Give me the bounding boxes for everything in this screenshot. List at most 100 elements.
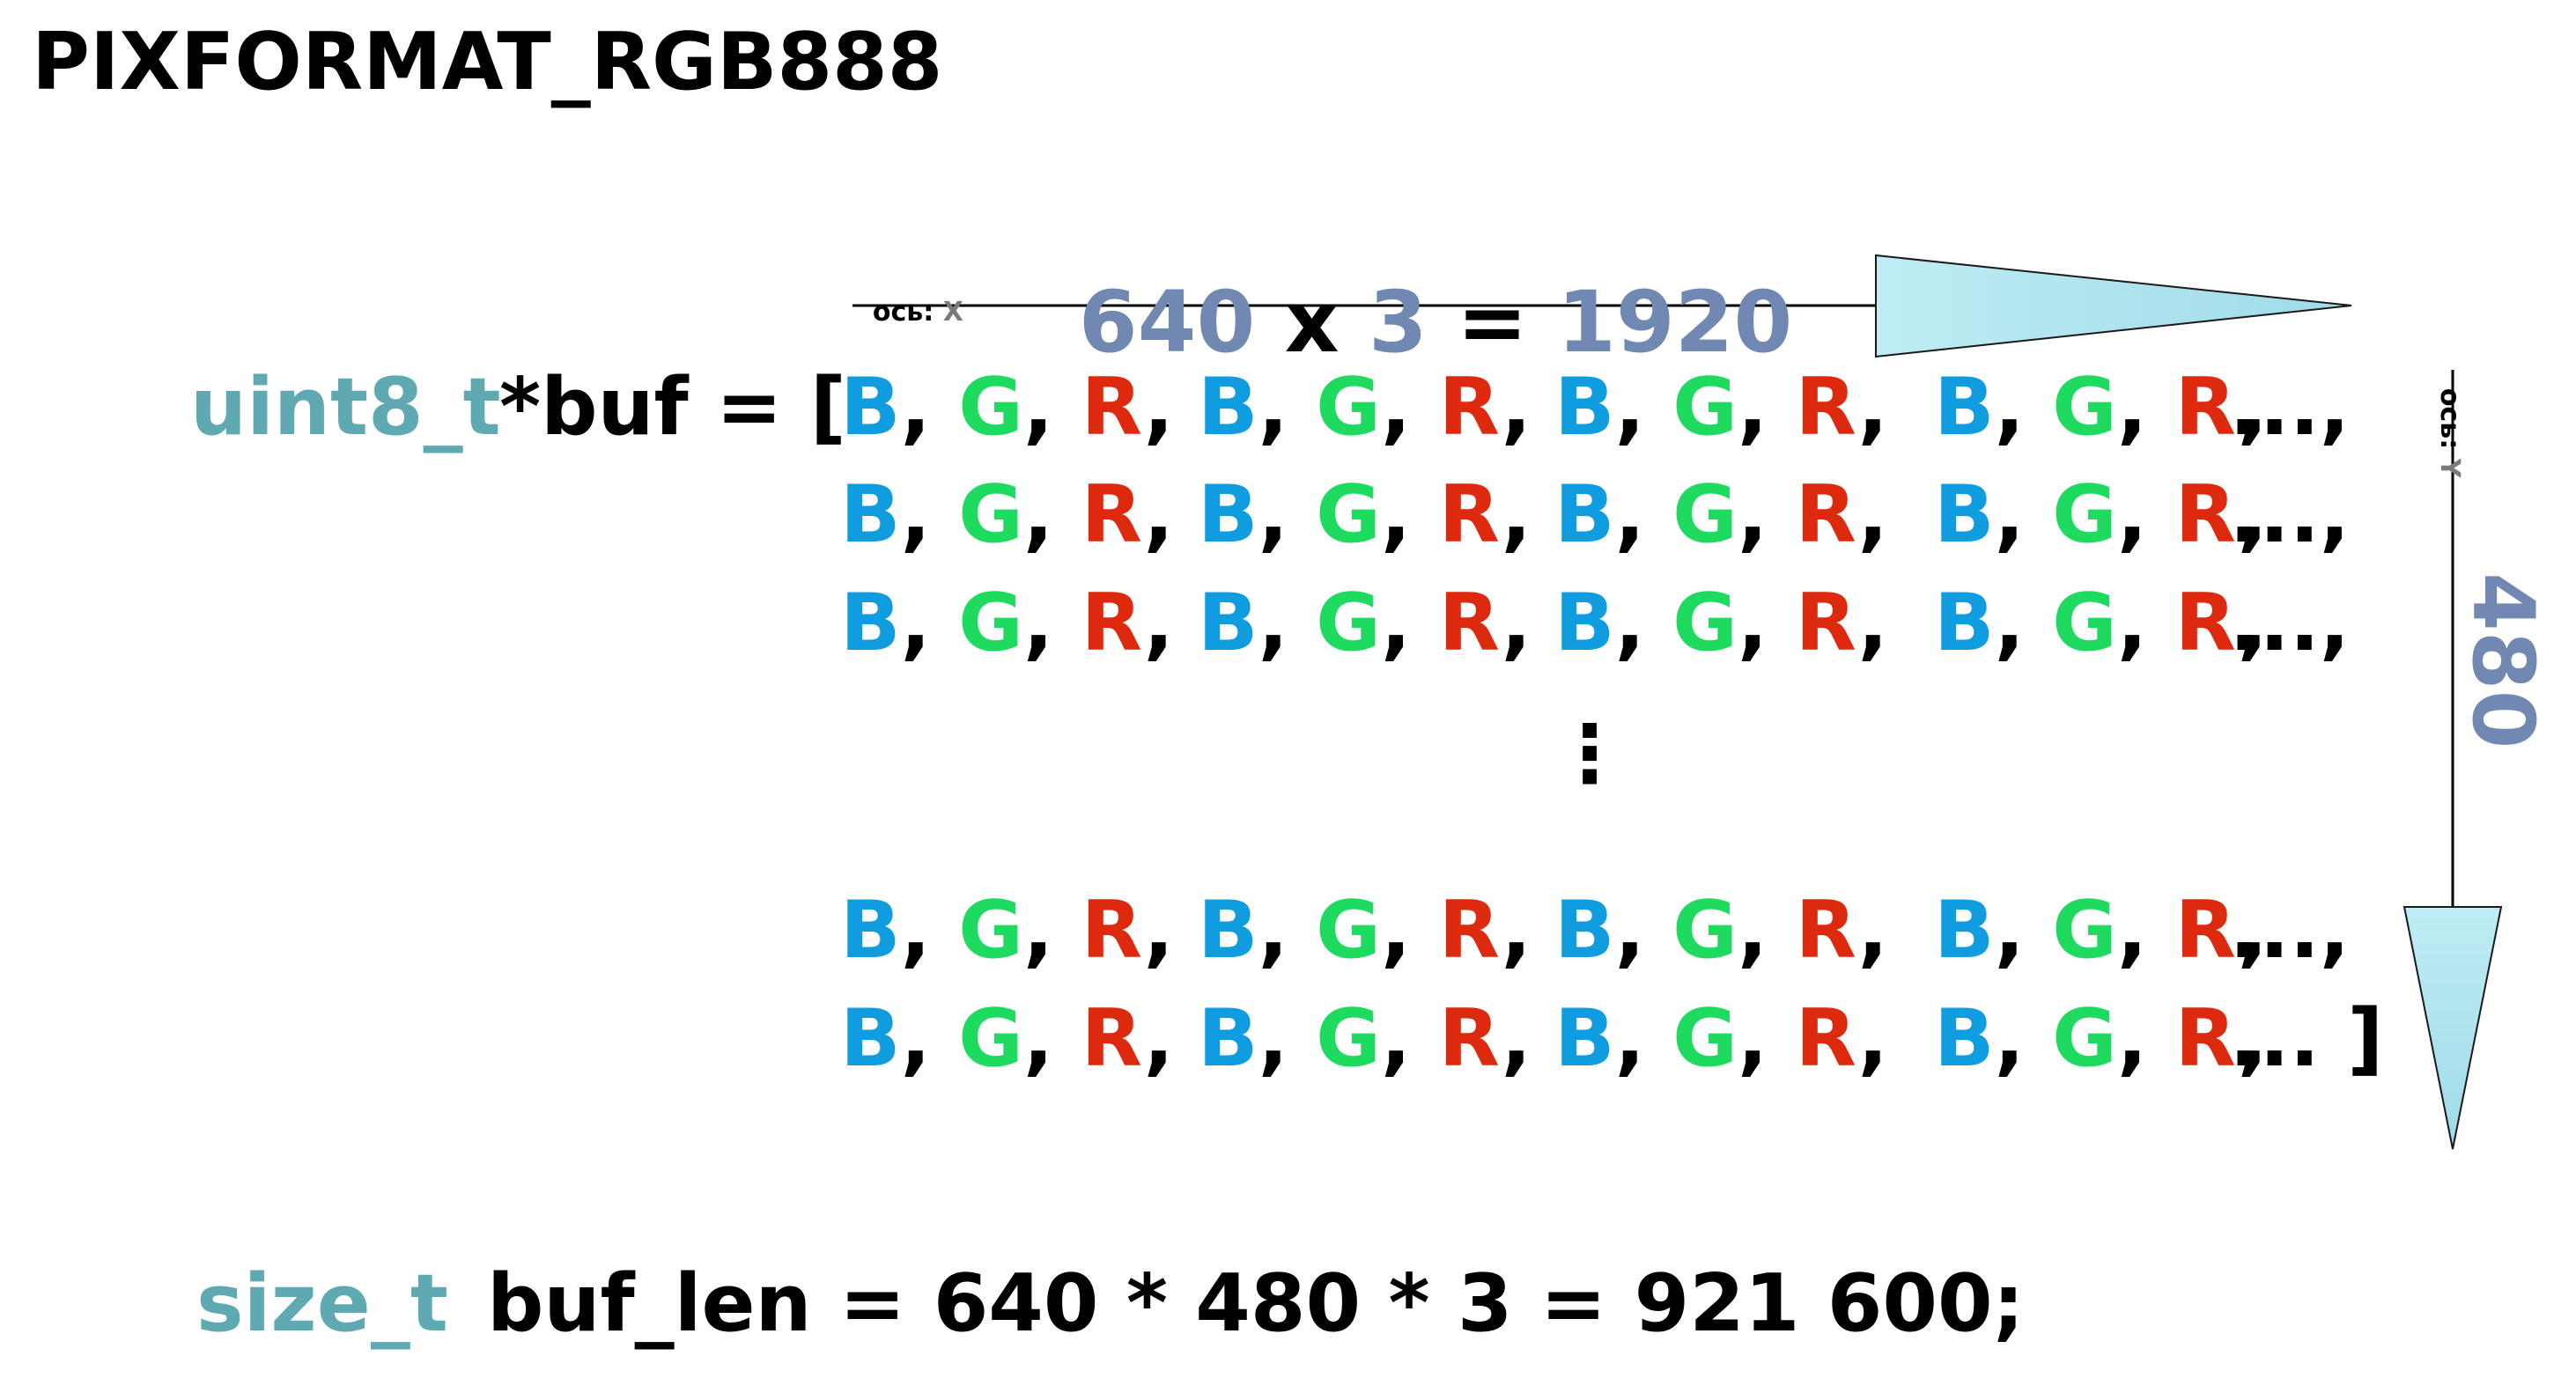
separator [2025, 468, 2052, 561]
separator: , [2117, 361, 2148, 453]
pixel-bgr-group: B, G, R, [1934, 475, 2268, 555]
separator: , [1501, 468, 1532, 561]
separator [1768, 468, 1795, 561]
channel-r: R [1438, 468, 1502, 561]
separator [931, 361, 958, 453]
channel-r: R [2174, 577, 2238, 669]
buffer-row: B, G, R,B, G, R,B, G, R,B, G, R, ..., [0, 0, 2576, 970]
separator: , [1857, 468, 1888, 561]
channel-r: R [2174, 361, 2238, 453]
separator: , [1738, 361, 1768, 453]
buffer-declaration: *buf = [ [499, 361, 846, 453]
channel-g: G [2052, 468, 2118, 561]
separator [931, 884, 958, 976]
channel-r: R [1081, 468, 1144, 561]
separator: , [1994, 361, 2025, 453]
y-axis-label-word: ось: [2434, 387, 2465, 450]
channel-g: G [1672, 884, 1738, 976]
channel-b: B [840, 884, 901, 976]
separator: , [1614, 577, 1645, 669]
separator [1768, 577, 1795, 669]
channel-r: R [2174, 992, 2238, 1085]
separator: , [1994, 468, 2025, 561]
buffer-row: B, G, R, B, G, R, B, G, R, B, G, R, ..., [0, 0, 2576, 663]
channel-b: B [1198, 884, 1258, 976]
separator [1288, 577, 1316, 669]
row-continuation: ..., [2202, 361, 2351, 453]
separator [1411, 361, 1438, 453]
channel-g: G [1672, 468, 1738, 561]
separator [1053, 884, 1081, 976]
separator [1288, 884, 1316, 976]
channel-g: G [1316, 884, 1382, 976]
pixel-bgr-group: B, G, R, [1934, 368, 2268, 447]
pixel-bgr-group: B, G, R, [1554, 475, 1888, 555]
separator: , [1143, 884, 1174, 976]
y-axis-label: ось: Y [2434, 370, 2489, 478]
x-axis-label-letter: X [942, 297, 963, 328]
separator: , [1614, 992, 1645, 1085]
separator: , [1143, 992, 1174, 1085]
pixel-bgr-group: B, G, R, [1554, 999, 1888, 1079]
separator: , [1023, 884, 1054, 976]
separator: , [900, 577, 931, 669]
separator: , [1258, 884, 1288, 976]
separator [1645, 992, 1672, 1085]
separator [2147, 468, 2174, 561]
pixel-bgr-group: B, G, R, [1934, 891, 2268, 970]
separator: , [1258, 577, 1288, 669]
channel-b: B [840, 577, 901, 669]
channel-g: G [2052, 884, 2118, 976]
separator: , [2237, 992, 2268, 1085]
separator [1053, 468, 1081, 561]
channel-r: R [1081, 577, 1144, 669]
separator [1288, 992, 1316, 1085]
row-continuation: ..., [2202, 577, 2351, 669]
separator: , [1994, 884, 2025, 976]
channel-g: G [1672, 361, 1738, 453]
separator: , [1023, 992, 1054, 1085]
channel-b: B [1198, 992, 1258, 1085]
channel-g: G [2052, 361, 2118, 453]
pixel-bgr-group: B, G, R, [840, 368, 1174, 447]
separator: , [900, 992, 931, 1085]
channel-g: G [2052, 577, 2118, 669]
channel-r: R [1081, 884, 1144, 976]
pixel-bgr-group: B, G, R, [840, 584, 1174, 663]
channel-r: R [1081, 361, 1144, 453]
separator: , [900, 884, 931, 976]
separator: , [1738, 992, 1768, 1085]
channel-g: G [958, 468, 1024, 561]
separator: , [900, 468, 931, 561]
channel-r: R [1795, 361, 1858, 453]
bytes-per-pixel-value: 3 [1369, 273, 1428, 372]
pixel-bgr-group: B, G, R, [1554, 584, 1888, 663]
separator: , [1143, 577, 1174, 669]
separator: , [1023, 577, 1054, 669]
pixel-bgr-group: B, G, R, [1934, 584, 2268, 663]
row-bytes-value: 1920 [1557, 273, 1793, 372]
separator: , [1738, 468, 1768, 561]
channel-b: B [1198, 577, 1258, 669]
separator: , [1857, 884, 1888, 976]
channel-r: R [1795, 992, 1858, 1085]
separator [1053, 577, 1081, 669]
buffer-row: B, G, R, B, G, R, B, G, R, B, G, R, ..., [0, 0, 2576, 555]
channel-b: B [1934, 577, 1995, 669]
channel-r: R [1081, 992, 1144, 1085]
separator [1288, 468, 1316, 561]
separator: , [2237, 577, 2268, 669]
channel-b: B [840, 992, 901, 1085]
separator: , [1614, 361, 1645, 453]
pixel-bgr-group: B, G, R, [1198, 999, 1532, 1079]
channel-g: G [958, 577, 1024, 669]
channel-g: G [1672, 992, 1738, 1085]
channel-r: R [1795, 468, 1858, 561]
row-continuation: ..., [2202, 884, 2351, 976]
channel-g: G [1316, 361, 1382, 453]
separator: , [1258, 468, 1288, 561]
channel-b: B [1934, 884, 1995, 976]
x-axis-label: ось: X [854, 273, 963, 326]
image-width-value: 640 [1078, 273, 1256, 372]
